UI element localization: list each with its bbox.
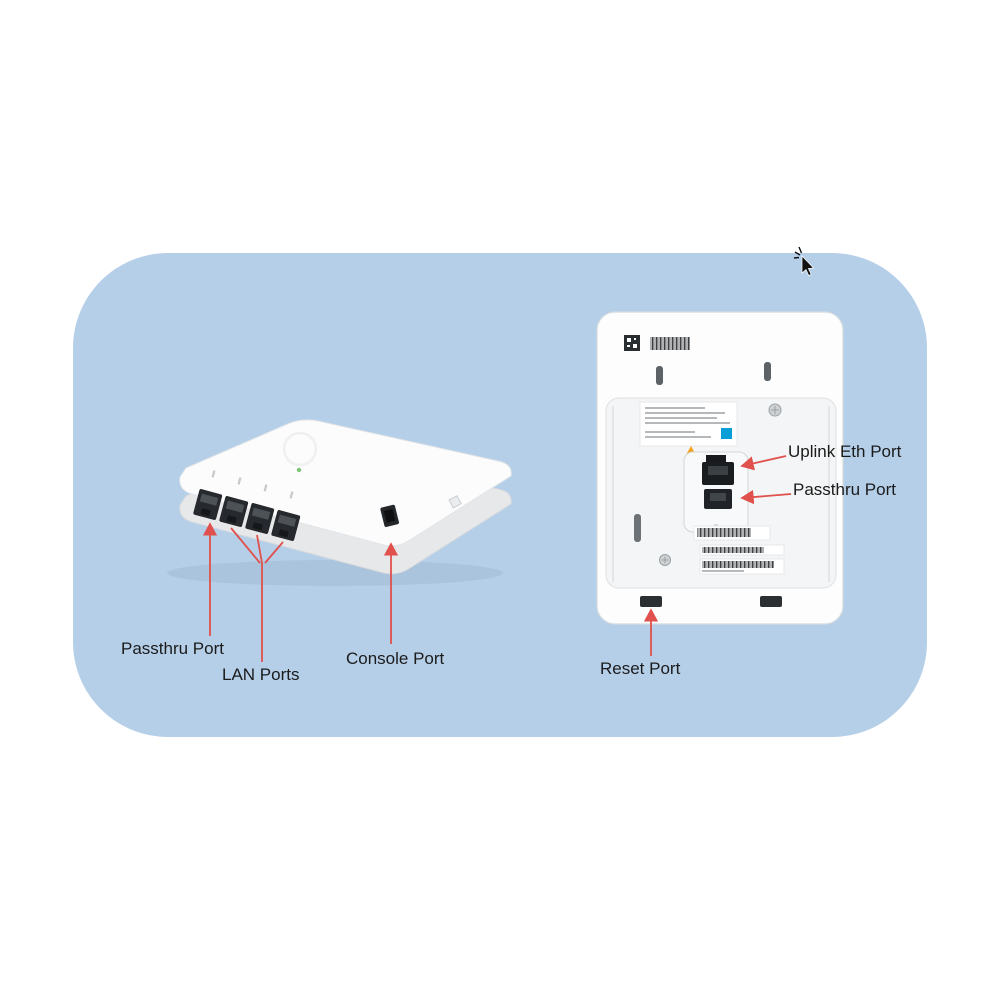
- uplink-eth-port: [702, 455, 734, 485]
- uplink-pointer-line: [740, 455, 787, 471]
- access-point-front-view: [167, 419, 512, 586]
- lan-port-3: [245, 503, 275, 534]
- device-foot-right: [760, 596, 782, 607]
- lan-ports-pointer-lines: [230, 527, 284, 662]
- passthru-port-back-label: Passthru Port: [793, 480, 896, 499]
- side-cable-slot: [634, 514, 641, 542]
- reset-port-label: Reset Port: [600, 659, 681, 678]
- lan-ports-group: [193, 489, 301, 541]
- mouse-pointer-icon: [793, 246, 815, 277]
- lan-port-4: [271, 510, 301, 541]
- port-indicator-ticks: [211, 470, 294, 499]
- port-bracket: [683, 451, 749, 533]
- top-logo-mark: [282, 431, 318, 467]
- annotation-lines: [202, 455, 792, 662]
- lan-port-1-passthru: [193, 489, 223, 520]
- uplink-eth-port-label: Uplink Eth Port: [788, 442, 902, 461]
- reset-port-foot: [640, 596, 662, 607]
- access-point-back-view: [596, 311, 844, 625]
- passthru-back-pointer-line: [740, 489, 792, 505]
- status-led: [296, 467, 302, 473]
- info-sticker: [639, 401, 738, 447]
- mounting-slot-left: [656, 366, 663, 385]
- lan-port-2: [219, 496, 249, 527]
- passthru-port-front-label: Passthru Port: [121, 639, 224, 658]
- mounting-slot-right: [764, 362, 771, 381]
- passthru-port-back: [704, 489, 732, 509]
- qr-code-icon: [624, 335, 640, 351]
- console-port-label: Console Port: [346, 649, 445, 668]
- screw-bottom-left-cross: [661, 556, 669, 564]
- barcode-icon: [650, 337, 690, 350]
- screw-top-right-cross: [771, 406, 779, 414]
- console-port: [380, 504, 399, 527]
- top-face-small-port-mark: [448, 495, 462, 509]
- brand-blue-logo: [721, 428, 732, 439]
- device-shadow: [167, 560, 503, 586]
- cursor-sparkle-icon: [793, 246, 803, 259]
- serial-barcode-stickers: [693, 525, 785, 575]
- lan-ports-label: LAN Ports: [222, 665, 300, 684]
